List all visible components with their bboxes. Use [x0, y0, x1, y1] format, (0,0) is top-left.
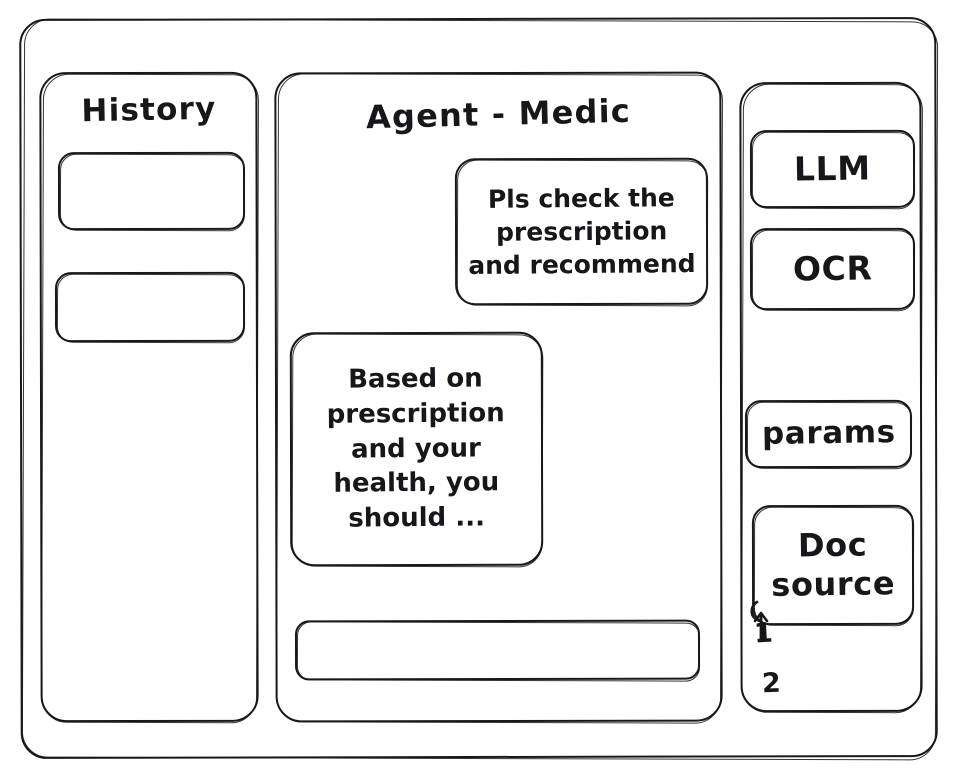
tool-button-ocr-label: OCR: [792, 248, 873, 289]
message-input[interactable]: [295, 620, 700, 680]
tool-button-params-label: params: [761, 414, 896, 453]
tool-button-doc-source-label: Doc source: [771, 525, 896, 604]
doc-source-marker-1: 1: [753, 617, 774, 650]
agent-message-bubble: Based on prescription and your health, y…: [290, 332, 543, 566]
tool-button-llm[interactable]: LLM: [750, 130, 915, 208]
history-panel-title: History: [81, 90, 217, 130]
user-message-text: Pls check the prescription and recommend: [468, 183, 696, 280]
tool-button-doc-source[interactable]: Doc source: [752, 505, 914, 625]
agent-message-text: Based on prescription and your health, y…: [327, 363, 506, 534]
history-list-item[interactable]: [58, 152, 245, 230]
doc-source-marker-2: 2: [761, 667, 782, 700]
tool-button-params[interactable]: params: [745, 400, 912, 468]
user-message-bubble: Pls check the prescription and recommend: [455, 158, 708, 305]
tool-button-ocr[interactable]: OCR: [750, 228, 915, 310]
history-list-item[interactable]: [55, 272, 245, 342]
tool-button-llm-label: LLM: [793, 148, 872, 189]
